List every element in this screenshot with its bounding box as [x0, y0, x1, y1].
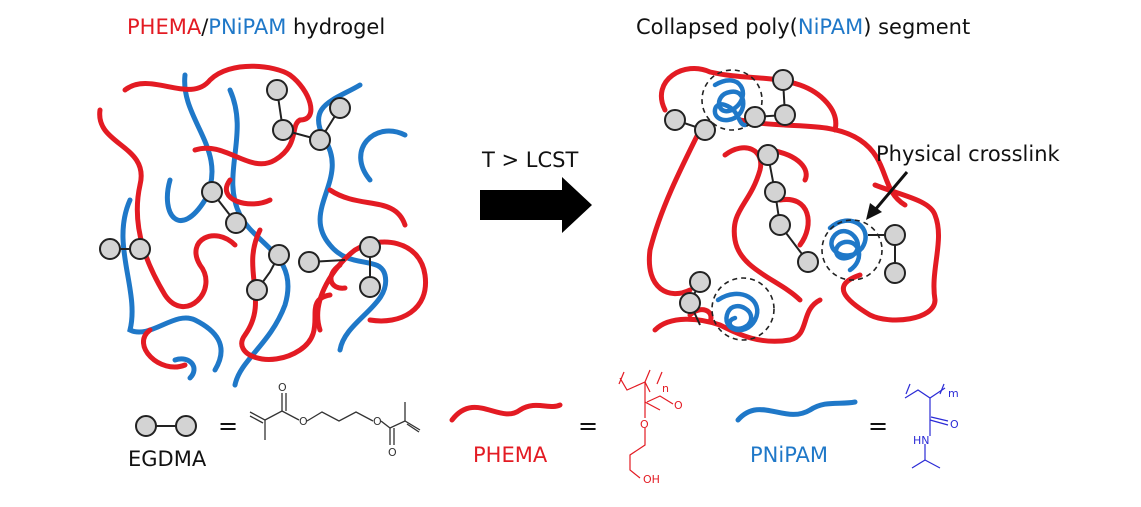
arrow-label: T > LCST — [481, 148, 578, 172]
collapsed-coil — [715, 291, 760, 333]
phema-chain — [646, 127, 703, 297]
physical-crosslink-circle — [821, 219, 883, 281]
phema-chain — [315, 239, 428, 333]
legend-egdma-label: EGDMA — [128, 447, 207, 471]
crosslink-node — [884, 262, 906, 284]
crosslink-node — [772, 69, 794, 91]
phema-chain — [122, 63, 314, 123]
legend-pnipam-line — [735, 399, 858, 423]
legend-phema-label: PHEMA — [473, 443, 548, 467]
egdma-struct-o-ester1: O — [299, 415, 308, 428]
crosslink-node — [99, 238, 121, 260]
crosslink-node — [359, 236, 381, 258]
legend-egdma-equals: = — [218, 412, 238, 440]
phema-struct-o-carbonyl: O — [674, 399, 683, 412]
pnipam-structure — [904, 383, 949, 469]
right-crosslinks — [664, 69, 906, 326]
phema-chain — [840, 182, 941, 323]
phema-chain — [737, 117, 908, 208]
right-title-nipam: NiPAM — [798, 15, 863, 39]
pnipam-struct-m: m — [948, 387, 959, 400]
phema-chain — [658, 65, 839, 133]
crosslink-node — [774, 104, 796, 126]
crosslink-node — [359, 276, 381, 298]
legend-phema-line — [449, 402, 563, 423]
phema-chain — [722, 145, 803, 303]
phema-struct-oh: OH — [643, 473, 660, 486]
left-title-hydrogel: hydrogel — [286, 15, 385, 39]
egdma-structure — [249, 393, 421, 445]
left-title-sep: / — [201, 15, 209, 39]
left-crosslinks — [99, 79, 381, 301]
left-title: PHEMA/PNiPAM hydrogel — [127, 15, 385, 39]
crosslink-node — [298, 251, 320, 273]
pnipam-chain — [358, 128, 408, 183]
crosslink-node — [764, 181, 786, 203]
egdma-struct-o-top: O — [278, 381, 287, 394]
phema-structure — [618, 369, 674, 479]
legend-pnipam-label: PNiPAM — [750, 443, 828, 467]
crosslink-node — [129, 238, 151, 260]
crosslink-node — [225, 212, 247, 234]
crosslink-node — [272, 119, 294, 141]
crosslink-node — [744, 106, 766, 128]
phema-chain — [328, 262, 348, 291]
legend-phema-equals: = — [578, 412, 598, 440]
legend-pnipam-equals: = — [868, 412, 888, 440]
phema-chain — [97, 107, 238, 310]
crosslink-node — [309, 129, 331, 151]
phema-chain — [777, 197, 811, 248]
legend-pnipam: PNiPAM = m O HN — [735, 383, 959, 469]
crosslink-node — [694, 119, 716, 141]
egdma-struct-o-bottom: O — [388, 446, 397, 459]
legend-egdma-node — [175, 415, 197, 437]
crosslink-node — [201, 181, 223, 203]
pointer-arrow-head — [866, 203, 882, 220]
phema-chain — [192, 117, 303, 167]
legend-egdma-node — [135, 415, 157, 437]
crosslink-node — [757, 144, 779, 166]
pnipam-struct-o: O — [950, 418, 959, 431]
egdma-struct-o-ester2: O — [373, 415, 382, 428]
phema-chain — [223, 177, 273, 207]
crosslink-node — [266, 79, 288, 101]
collapsed-coil — [712, 78, 748, 128]
right-title-a: Collapsed poly( — [636, 15, 798, 39]
crosslink-node — [679, 292, 701, 314]
phema-chain — [141, 327, 188, 370]
right-title-c: ) segment — [863, 15, 970, 39]
crosslink-node — [329, 97, 351, 119]
left-title-pnipam: PNiPAM — [208, 15, 286, 39]
legend-phema: PHEMA = n O O OH — [449, 369, 683, 486]
phema-struct-n: n — [662, 382, 669, 395]
transition-arrow — [480, 177, 592, 233]
right-title: Collapsed poly(NiPAM) segment — [636, 15, 970, 39]
left-phema-chains — [97, 63, 428, 370]
right-pnipam-coils — [712, 78, 868, 333]
crosslink-node — [884, 224, 906, 246]
crosslink-node — [246, 279, 268, 301]
phema-struct-o-ether: O — [640, 418, 649, 431]
left-pnipam-chains — [120, 72, 408, 388]
legend-egdma: EGDMA = O O O O — [128, 381, 421, 471]
collapsed-coil — [827, 218, 868, 273]
left-title-phema: PHEMA — [127, 15, 202, 39]
pnipam-chain — [316, 82, 389, 353]
pointer-arrow-shaft — [873, 171, 909, 211]
crosslink-node — [664, 109, 686, 131]
crosslink-node — [268, 244, 290, 266]
physical-crosslink-circle — [701, 69, 763, 131]
phema-chain — [327, 187, 408, 228]
physical-crosslink-label: Physical crosslink — [876, 142, 1061, 166]
crosslink-node — [797, 251, 819, 273]
pnipam-chain — [172, 356, 197, 381]
physical-crosslink-circle — [711, 277, 775, 341]
crosslink-node — [689, 271, 711, 293]
pnipam-struct-hn: HN — [913, 434, 930, 447]
crosslink-node — [769, 214, 791, 236]
physical-crosslink-markers — [701, 69, 883, 341]
